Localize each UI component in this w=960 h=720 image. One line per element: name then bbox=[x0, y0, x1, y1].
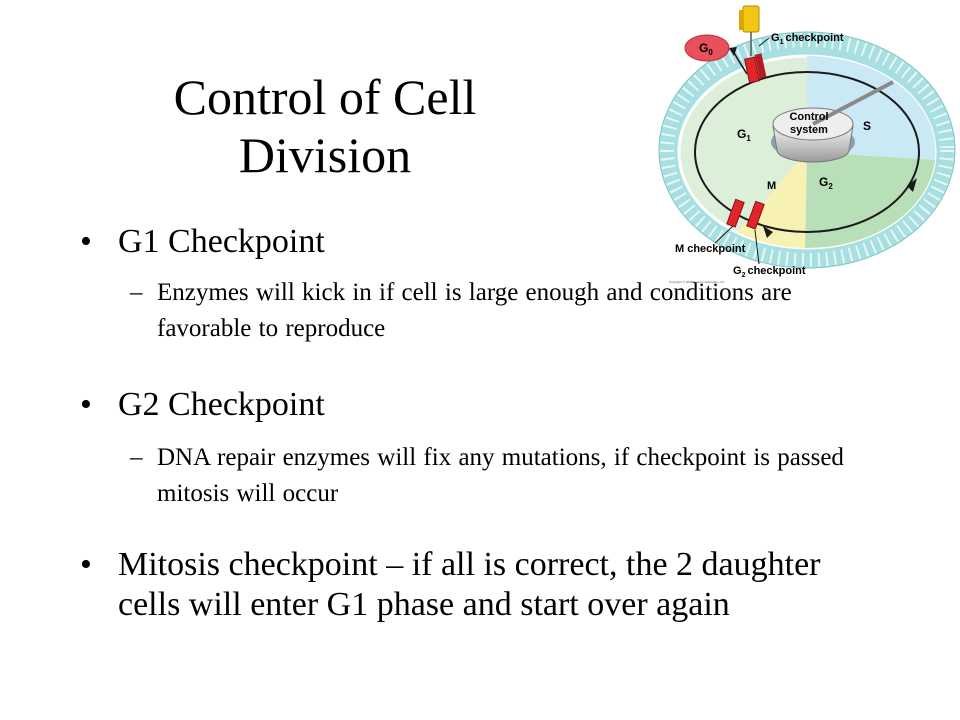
m-phase-label: M bbox=[767, 180, 776, 192]
g1-phase-label: G1 bbox=[737, 127, 751, 143]
bullet-marker: • bbox=[80, 386, 92, 423]
g2-phase-region bbox=[805, 152, 935, 249]
dash-marker: – bbox=[130, 444, 143, 471]
m-checkpoint-leader bbox=[714, 225, 734, 244]
bullet-text: G1 Checkpoint bbox=[118, 223, 325, 260]
control-system-label: system bbox=[790, 124, 828, 136]
g2-phase-label: G2 bbox=[819, 175, 833, 191]
g2-checkpoint-leader bbox=[754, 229, 760, 265]
bullet-mitosis-checkpoint: • Mitosis checkpoint – if all is correct… bbox=[80, 545, 880, 625]
slide-title: Control of Cell Division bbox=[173, 69, 477, 183]
subbullet-text: DNA repair enzymes will fix any mutation… bbox=[157, 444, 844, 507]
bullet-g1-checkpoint: • G1 Checkpoint bbox=[80, 222, 325, 262]
s-phase-label: S bbox=[863, 119, 871, 133]
dash-marker: – bbox=[130, 279, 143, 306]
control-system-needle bbox=[812, 80, 894, 126]
bullet-marker: • bbox=[80, 546, 92, 583]
copyright-text: Copyright © 2008 Pearson Education, Inc. bbox=[669, 280, 725, 284]
g1-checkpoint-gate bbox=[744, 56, 760, 84]
m-checkpoint-label: M checkpoint bbox=[675, 243, 746, 255]
g0-label: G0 bbox=[699, 41, 713, 57]
subbullet-text: Enzymes will kick in if cell is large en… bbox=[157, 279, 792, 342]
signal-light-side bbox=[739, 10, 744, 30]
m-checkpoint-gate bbox=[726, 198, 745, 228]
control-system-label: Control bbox=[789, 111, 828, 123]
outer-ring-segments bbox=[660, 33, 954, 267]
cycle-arrowhead bbox=[763, 226, 773, 238]
cycle-arrow-track bbox=[694, 71, 920, 233]
g2-checkpoint-gate bbox=[746, 200, 765, 230]
g1-checkpoint-gate bbox=[754, 53, 767, 79]
bullet-text: G2 Checkpoint bbox=[118, 386, 325, 423]
cycle-arrowhead bbox=[907, 178, 917, 192]
bullet-text: Mitosis checkpoint – if all is correct, … bbox=[118, 546, 821, 623]
subbullet-g1-description: – Enzymes will kick in if cell is large … bbox=[130, 275, 870, 347]
signal-light bbox=[742, 5, 760, 33]
bullet-g2-checkpoint: • G2 Checkpoint bbox=[80, 385, 325, 425]
subbullet-g2-description: – DNA repair enzymes will fix any mutati… bbox=[130, 440, 870, 512]
bullet-marker: • bbox=[80, 223, 92, 260]
g0-arrowhead bbox=[729, 47, 737, 56]
g1-checkpoint-leader bbox=[758, 37, 770, 47]
